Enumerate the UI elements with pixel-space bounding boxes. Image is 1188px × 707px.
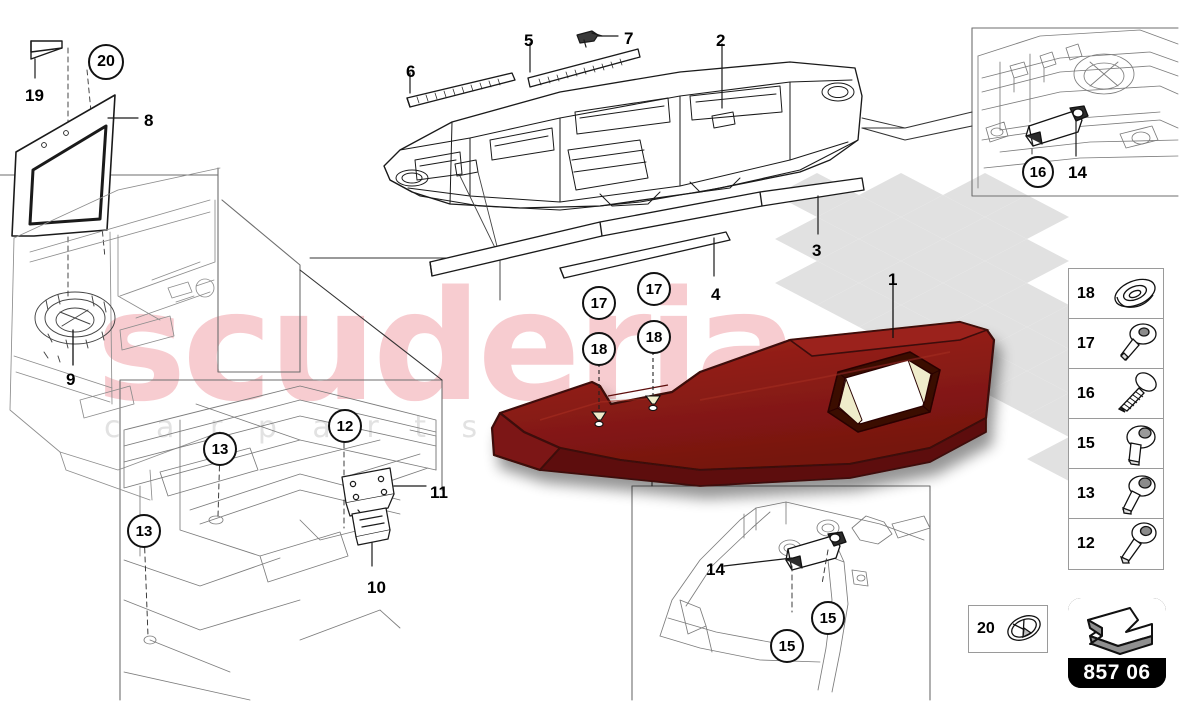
label-1: 1 [888, 270, 898, 289]
label-5: 5 [524, 31, 534, 50]
callout-13-a[interactable]: 13 [203, 432, 237, 466]
oval-grommet-icon [1001, 606, 1047, 652]
callout-15-a[interactable]: 15 [770, 629, 804, 663]
fastener-legend: 18 17 [1068, 268, 1164, 570]
part-19-strip [31, 41, 62, 59]
legend-row-20[interactable]: 20 [968, 605, 1048, 653]
callout-label: 13 [135, 522, 153, 540]
legend-row-17[interactable]: 17 [1069, 319, 1163, 369]
callout-label: 20 [97, 53, 115, 70]
callout-15-b[interactable]: 15 [811, 601, 845, 635]
legend-row-15[interactable]: 15 [1069, 419, 1163, 469]
part-10-relay [352, 508, 390, 545]
callout-label: 12 [336, 417, 354, 435]
callout-label: 18 [590, 340, 608, 358]
self-tapping-screw-icon [1107, 369, 1163, 418]
callout-16[interactable]: 16 [1022, 156, 1054, 188]
label-14-top: 14 [1068, 163, 1087, 182]
label-19: 19 [25, 86, 44, 105]
legend-row-16[interactable]: 16 [1069, 369, 1163, 419]
callout-13-b[interactable]: 13 [127, 514, 161, 548]
legend-number: 18 [1077, 284, 1095, 302]
label-3: 3 [812, 241, 822, 260]
part-14-clip-top [1026, 106, 1088, 146]
label-8: 8 [144, 111, 154, 130]
diagram-code-badge[interactable]: 857 06 [1068, 598, 1166, 688]
callout-label: 17 [590, 294, 608, 312]
part-14-clip [786, 532, 846, 570]
callout-12[interactable]: 12 [328, 409, 362, 443]
callout-label: 15 [778, 637, 796, 655]
torx-flange-bolt-icon [1107, 519, 1163, 569]
label-14-bottom: 14 [706, 560, 725, 579]
callout-17-b[interactable]: 17 [637, 272, 671, 306]
callout-label: 15 [819, 609, 837, 627]
label-4: 4 [711, 285, 721, 304]
callout-label: 17 [645, 280, 663, 298]
part-9-vent [35, 292, 115, 362]
legend-row-12[interactable]: 12 [1069, 519, 1163, 569]
callout-label: 13 [211, 440, 229, 458]
label-9: 9 [66, 370, 76, 389]
part-8-window [12, 95, 115, 236]
label-10: 10 [367, 578, 386, 597]
callout-18-a[interactable]: 18 [582, 332, 616, 366]
callout-label: 18 [645, 328, 663, 346]
label-7: 7 [624, 29, 634, 48]
watermark-sub: c a r p a r t s [104, 410, 491, 445]
label-6: 6 [406, 62, 416, 81]
callout-18-b[interactable]: 18 [637, 320, 671, 354]
part-4-trim [560, 232, 730, 278]
legend-number: 16 [1077, 384, 1095, 402]
diagram-code: 857 06 [1068, 658, 1166, 688]
legend-number: 15 [1077, 434, 1095, 452]
hex-flange-bolt-icon [1107, 469, 1163, 518]
part-5-trim-strip [528, 49, 640, 87]
part-3-trim [430, 178, 864, 276]
callout-20[interactable]: 20 [88, 44, 124, 80]
flanged-bolt-icon [1107, 419, 1163, 468]
legend-number: 20 [977, 620, 995, 637]
legend-number: 12 [1077, 535, 1095, 552]
legend-row-13[interactable]: 13 [1069, 469, 1163, 519]
label-11: 11 [430, 483, 448, 502]
callout-17-a[interactable]: 17 [582, 286, 616, 320]
part-6-trim-strip [407, 73, 515, 107]
legend-row-18[interactable]: 18 [1069, 269, 1163, 319]
callout-label: 16 [1029, 163, 1047, 181]
legend-number: 17 [1077, 334, 1095, 352]
legend-number: 13 [1077, 484, 1095, 502]
pan-head-screw-icon [1107, 319, 1163, 368]
label-2: 2 [716, 31, 726, 50]
arrow-up-left-3d-icon [1068, 598, 1166, 658]
flat-washer-icon [1107, 269, 1163, 318]
